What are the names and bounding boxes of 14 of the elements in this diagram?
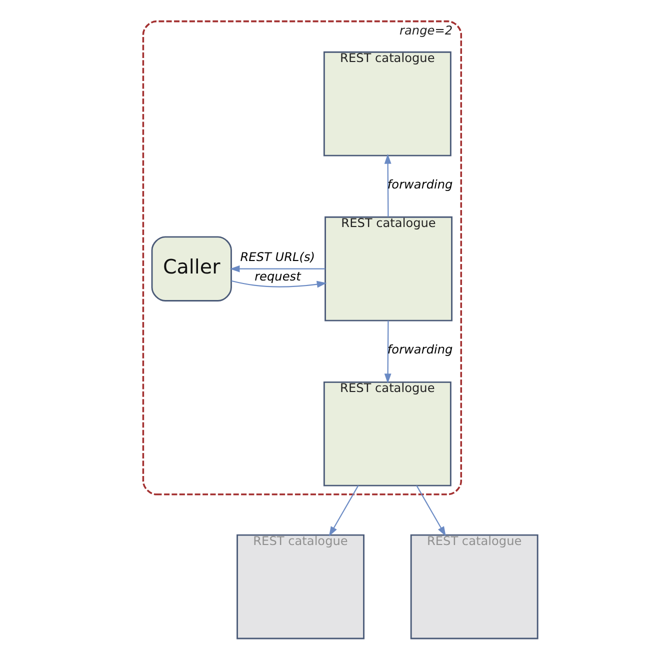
node-box: REST catalogue [322,51,451,156]
arrow [384,320,391,384]
edge-label: REST URL(s) [240,250,314,264]
arrow [229,265,325,272]
arrow [384,154,391,217]
node-box: Caller [150,236,232,302]
arrow [328,485,358,536]
edge-label: request [254,270,300,284]
arrow [416,485,446,536]
node-box: REST catalogue [236,534,364,640]
arrow [230,280,326,288]
node-box: REST catalogue [410,534,538,640]
node-box: REST catalogue [324,216,452,322]
node-box: REST catalogue [322,381,451,486]
